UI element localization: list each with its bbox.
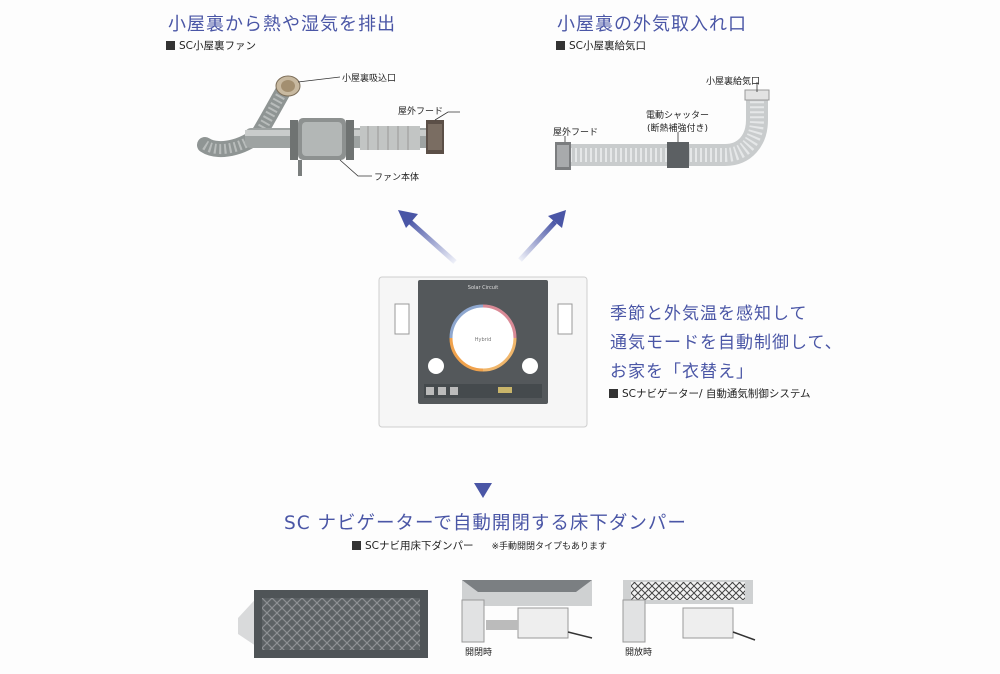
label-outdoor-hood-fan: 屋外フード [398, 107, 444, 117]
fan-caption-text: SC小屋裏ファン [179, 40, 256, 52]
damper-section-title: SC ナビゲーターで自動開閉する床下ダンパー [284, 513, 687, 534]
label-damper-open: 開放時 [625, 648, 653, 658]
fan-caption: SC小屋裏ファン [166, 38, 256, 53]
damper-note: ※手動開閉タイプもあります [491, 542, 608, 552]
damper-caption-text: SCナビ用床下ダンパー [365, 540, 474, 552]
label-outdoor-hood-supply: 屋外フード [553, 128, 599, 138]
navigator-caption-text: SCナビゲーター/ 自動通気制御システム [622, 388, 811, 400]
navigator-line-1: 季節と外気温を感知して [610, 304, 808, 324]
label-attic-outlet: 小屋裏給気口 [706, 77, 761, 87]
attic-fan-illustration [197, 75, 460, 177]
shutter-line-2: (断熱補強付き) [646, 124, 709, 134]
navigator-line-3: お家を「衣替え」 [610, 362, 754, 382]
label-fan-body: ファン本体 [374, 173, 420, 183]
arrow-down [474, 440, 492, 498]
caption-bullet-icon [352, 541, 361, 550]
navigator-caption: SCナビゲーター/ 自動通気制御システム [609, 386, 811, 401]
arrow-up-right [518, 210, 566, 262]
label-attic-intake: 小屋裏吸込口 [342, 74, 397, 84]
fan-section-title: 小屋裏から熱や湿気を排出 [168, 14, 396, 35]
shutter-line-1: 電動シャッター [646, 111, 710, 121]
panel-hybrid-label: Hybrid [475, 337, 492, 343]
caption-bullet-icon [556, 41, 565, 50]
caption-bullet-icon [609, 389, 618, 398]
navigator-panel: Solar Circuit Hybrid [378, 276, 588, 428]
supply-caption: SC小屋裏給気口 [556, 38, 646, 53]
navigator-description: 季節と外気温を感知して 通気モードを自動制御して、 お家を「衣替え」 [610, 300, 843, 387]
damper-closed-illustration [461, 580, 593, 643]
damper-caption: SCナビ用床下ダンパー ※手動開閉タイプもあります [352, 538, 607, 553]
label-electric-shutter: 電動シャッター (断熱補強付き) [646, 110, 709, 136]
panel-title: Solar Circuit [468, 285, 498, 291]
supply-section-title: 小屋裏の外気取入れ口 [557, 14, 747, 35]
attic-supply-illustration [555, 82, 770, 170]
label-damper-closed: 開閉時 [465, 648, 493, 658]
arrow-up-left [398, 210, 457, 264]
navigator-line-2: 通気モードを自動制御して、 [610, 333, 843, 353]
supply-caption-text: SC小屋裏給気口 [569, 40, 646, 52]
caption-bullet-icon [166, 41, 175, 50]
damper-front-illustration [238, 590, 428, 658]
damper-open-illustration [622, 580, 756, 643]
